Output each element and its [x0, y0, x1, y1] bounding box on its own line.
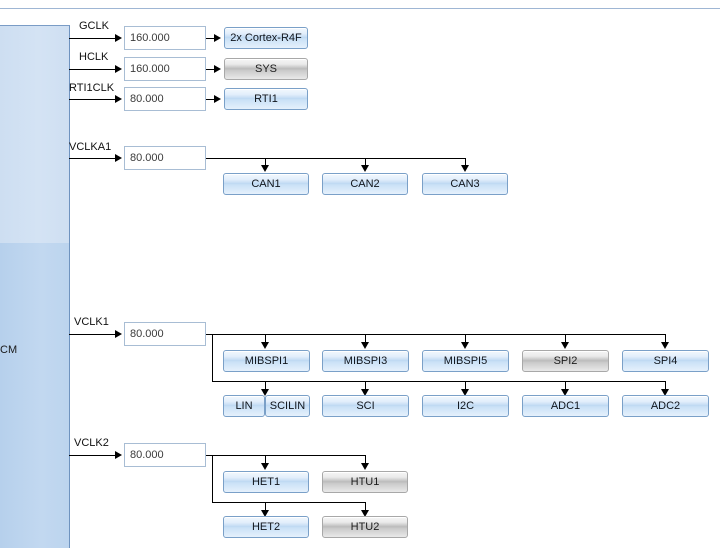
arrowhead-mibspi5: [461, 342, 469, 349]
module-block-scilin[interactable]: SCILIN: [265, 395, 310, 417]
branch-spi2: [565, 334, 566, 345]
arrowhead-lin: [261, 389, 269, 396]
frequency-field-hclk[interactable]: 160.000: [124, 57, 206, 81]
arrowhead-htu2: [361, 510, 369, 517]
arrowhead-het2: [261, 510, 269, 517]
arrowhead-het1: [261, 463, 269, 470]
branch-mibspi3: [365, 334, 366, 345]
bus-vclk1-drop: [212, 334, 213, 381]
module-block-sys[interactable]: SYS: [224, 58, 308, 80]
clock-label-vclk2: VCLK2: [74, 437, 109, 449]
module-block-can2[interactable]: CAN2: [322, 173, 408, 195]
branch-lin: [265, 381, 266, 392]
module-block-sci[interactable]: SCI: [322, 395, 409, 417]
arrowhead-mibspi1: [261, 342, 269, 349]
wire-gclk-h: [69, 38, 117, 39]
branch-adc2: [665, 381, 666, 392]
branch-adc1: [565, 381, 566, 392]
bus-vclka1: [206, 158, 466, 159]
bus-vclk2-upper: [206, 455, 366, 456]
clock-label-gclk: GCLK: [79, 20, 109, 32]
arrowhead-gclk-target: [214, 34, 221, 42]
arrowhead-vclka1: [115, 154, 122, 162]
module-block-cortex-r4f[interactable]: 2x Cortex-R4F: [224, 27, 308, 49]
module-block-htu1[interactable]: HTU1: [322, 471, 408, 493]
clock-label-hclk: HCLK: [79, 51, 109, 63]
arrowhead-can2: [361, 165, 369, 172]
module-block-rti1[interactable]: RTI1: [224, 88, 308, 110]
frequency-field-vclka1[interactable]: 80.000: [124, 146, 206, 170]
wire-rti1clk-h: [69, 99, 117, 100]
module-block-mibspi3[interactable]: MIBSPI3: [322, 350, 409, 372]
branch-can1: [265, 158, 266, 168]
module-block-adc1[interactable]: ADC1: [522, 395, 609, 417]
bus-vclk1-lower: [212, 381, 666, 382]
clock-source-panel-upper[interactable]: [0, 25, 70, 244]
bus-vclk1-upper: [206, 334, 666, 335]
bus-vclk2-drop: [212, 455, 213, 502]
bus-vclk2-lower: [212, 502, 366, 503]
branch-het1: [265, 455, 266, 466]
clock-source-label: CM: [0, 344, 18, 356]
frequency-field-vclk1[interactable]: 80.000: [124, 322, 206, 346]
module-block-htu2[interactable]: HTU2: [322, 516, 408, 538]
wire-vclka1-h: [69, 158, 117, 159]
branch-het2: [265, 502, 266, 513]
module-block-i2c[interactable]: I2C: [422, 395, 509, 417]
arrowhead-rti1clk-target: [214, 95, 221, 103]
wire-hclk-out: [206, 69, 216, 70]
branch-spi4: [665, 334, 666, 345]
wire-vclk2-h: [69, 455, 117, 456]
branch-can2: [365, 158, 366, 168]
module-block-spi2[interactable]: SPI2: [522, 350, 609, 372]
arrowhead-rti1clk: [115, 95, 122, 103]
arrowhead-spi4: [661, 342, 669, 349]
wire-vclk1-h: [69, 334, 117, 335]
branch-can3: [465, 158, 466, 168]
module-block-adc2[interactable]: ADC2: [622, 395, 709, 417]
frequency-field-vclk2[interactable]: 80.000: [124, 443, 206, 467]
arrowhead-can1: [261, 165, 269, 172]
branch-mibspi5: [465, 334, 466, 345]
branch-sci: [365, 381, 366, 392]
arrowhead-adc2: [661, 389, 669, 396]
clock-source-panel-lower[interactable]: [0, 243, 70, 548]
module-block-het1[interactable]: HET1: [223, 471, 309, 493]
clock-label-rti1clk: RTI1CLK: [69, 82, 115, 94]
module-block-lin[interactable]: LIN: [223, 395, 265, 417]
wire-rti1clk-out: [206, 99, 216, 100]
arrowhead-vclk1: [115, 330, 122, 338]
arrowhead-gclk: [115, 34, 122, 42]
module-block-mibspi1[interactable]: MIBSPI1: [223, 350, 310, 372]
arrowhead-i2c: [461, 389, 469, 396]
arrowhead-sci: [361, 389, 369, 396]
arrowhead-htu1: [361, 463, 369, 470]
module-block-spi4[interactable]: SPI4: [622, 350, 709, 372]
branch-i2c: [465, 381, 466, 392]
clock-label-vclka1: VCLKA1: [69, 141, 112, 153]
wire-gclk-out: [206, 38, 216, 39]
frequency-field-rti1clk[interactable]: 80.000: [124, 87, 206, 111]
arrowhead-can3: [461, 165, 469, 172]
frequency-field-gclk[interactable]: 160.000: [124, 26, 206, 50]
branch-mibspi1: [265, 334, 266, 345]
arrowhead-hclk-target: [214, 65, 221, 73]
module-block-can3[interactable]: CAN3: [422, 173, 508, 195]
arrowhead-hclk: [115, 65, 122, 73]
module-block-can1[interactable]: CAN1: [223, 173, 309, 195]
wire-hclk-h: [69, 69, 117, 70]
branch-htu1: [365, 455, 366, 466]
clock-label-vclk1: VCLK1: [74, 316, 109, 328]
arrowhead-vclk2: [115, 451, 122, 459]
module-block-het2[interactable]: HET2: [223, 516, 309, 538]
arrowhead-mibspi3: [361, 342, 369, 349]
branch-htu2: [365, 502, 366, 513]
module-block-mibspi5[interactable]: MIBSPI5: [422, 350, 509, 372]
top-divider: [0, 8, 720, 9]
arrowhead-spi2: [561, 342, 569, 349]
arrowhead-adc1: [561, 389, 569, 396]
